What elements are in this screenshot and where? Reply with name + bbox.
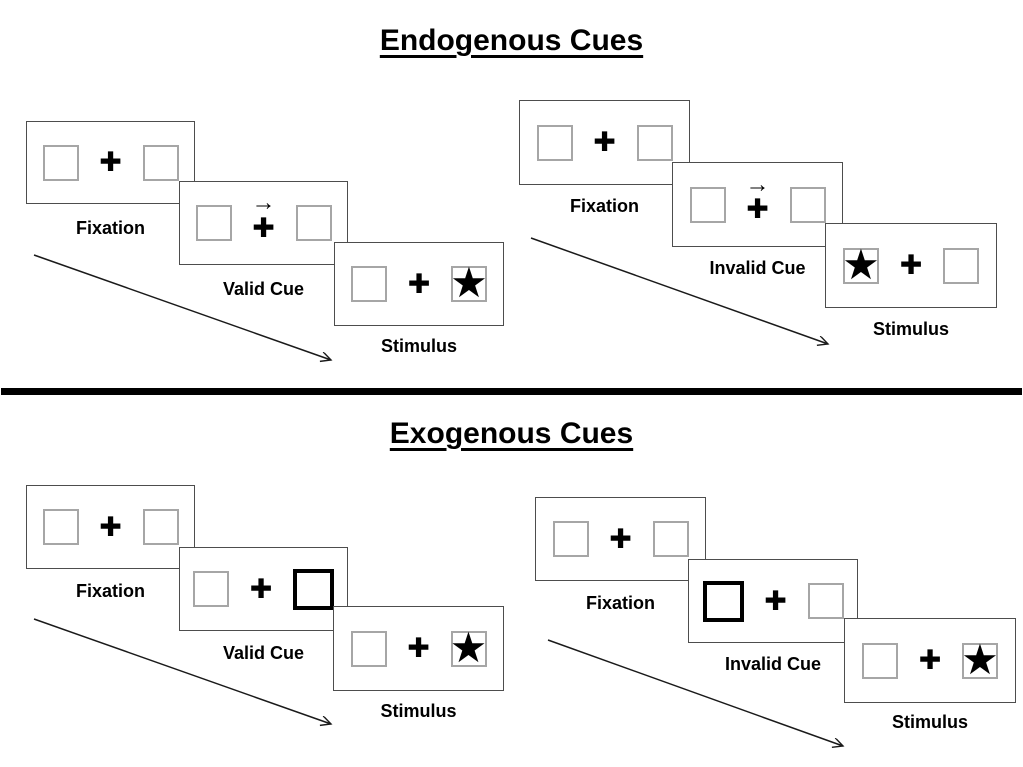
- endo-valid-cue-panel: → ✚: [179, 181, 348, 265]
- right-box: ★: [961, 638, 999, 680]
- exogenous-section-title: Exogenous Cues: [389, 417, 634, 450]
- exo-valid-timeline-arrow: [33, 618, 341, 734]
- right-box: [652, 521, 689, 557]
- left-box: [536, 124, 573, 161]
- exo-valid-stimulus-label: Stimulus: [380, 701, 457, 721]
- exo-invalid-stimulus-panel: ✚ ★: [844, 618, 1016, 703]
- left-box: [42, 509, 79, 545]
- endo-valid-stimulus-label: Stimulus: [380, 336, 457, 356]
- fixation-cross-icon: ✚: [252, 212, 275, 243]
- right-box: [142, 509, 179, 545]
- endo-invalid-stimulus-label: Stimulus: [872, 319, 949, 339]
- right-box: ★: [450, 262, 488, 304]
- fixation-cross-icon: ✚: [249, 573, 273, 604]
- fixation-cross-icon: ✚: [407, 633, 430, 663]
- right-box: [807, 583, 844, 619]
- fixation-cross-icon: ✚: [609, 523, 632, 554]
- left-box: [351, 266, 387, 302]
- right-box: [295, 205, 332, 241]
- fixation-cross-icon: ✚: [407, 268, 431, 299]
- cue-arrow-right-icon: →: [251, 189, 276, 216]
- divider-line: [1, 388, 1022, 395]
- target-star-icon: ★: [842, 240, 880, 288]
- cued-left-box: [702, 580, 744, 622]
- endo-valid-stimulus-panel: ✚ ★: [334, 242, 504, 326]
- exo-invalid-fixation-label: Fixation: [585, 593, 655, 613]
- fixation-cross-icon: ✚: [899, 250, 923, 280]
- endo-valid-timeline-arrow: [33, 254, 341, 370]
- endo-valid-fixation-panel: ✚: [26, 121, 195, 204]
- endo-invalid-fixation-panel: ✚: [519, 100, 690, 185]
- fixation-cross-icon: ✚: [99, 511, 122, 542]
- right-box: [142, 144, 179, 181]
- left-box: [350, 630, 387, 667]
- exo-invalid-cue-panel: ✚: [688, 559, 858, 643]
- endo-invalid-cue-label: Invalid Cue: [709, 258, 806, 278]
- right-box: [789, 186, 826, 223]
- exo-invalid-stimulus-label: Stimulus: [891, 712, 968, 732]
- left-box: [689, 186, 726, 223]
- exo-valid-fixation-label: Fixation: [75, 581, 145, 601]
- exo-invalid-timeline-arrow: [547, 639, 853, 755]
- endo-valid-fixation-label: Fixation: [75, 218, 145, 238]
- exo-valid-cue-label: Valid Cue: [222, 643, 305, 663]
- left-box: [862, 642, 898, 679]
- exo-valid-cue-panel: ✚: [179, 547, 348, 631]
- target-star-icon: ★: [450, 259, 488, 306]
- cue-arrow-right-icon: →: [745, 170, 770, 198]
- right-box: ★: [450, 626, 488, 668]
- endo-invalid-fixation-label: Fixation: [569, 196, 639, 216]
- endo-invalid-timeline-arrow: [530, 237, 838, 353]
- fixation-cross-icon: ✚: [99, 147, 122, 177]
- target-star-icon: ★: [449, 623, 488, 671]
- endo-invalid-cue-panel: → ✚: [672, 162, 843, 247]
- exo-invalid-fixation-panel: ✚: [535, 497, 706, 581]
- fixation-cross-icon: ✚: [746, 194, 769, 224]
- endo-valid-cue-label: Valid Cue: [222, 279, 305, 299]
- right-box: [943, 247, 979, 284]
- exo-valid-stimulus-panel: ✚ ★: [333, 606, 504, 691]
- target-star-icon: ★: [961, 635, 999, 683]
- right-box: [636, 124, 673, 161]
- left-box: ★: [842, 243, 880, 285]
- left-box: [193, 571, 229, 607]
- fixation-cross-icon: ✚: [593, 127, 616, 157]
- fixation-cross-icon: ✚: [918, 645, 942, 675]
- endo-invalid-stimulus-panel: ★ ✚: [825, 223, 997, 308]
- left-box: [552, 521, 589, 557]
- cued-right-box: [293, 568, 334, 610]
- endogenous-section-title: Endogenous Cues: [379, 24, 644, 57]
- exo-valid-fixation-panel: ✚: [26, 485, 195, 569]
- exo-invalid-cue-label: Invalid Cue: [724, 654, 822, 674]
- fixation-cross-icon: ✚: [764, 585, 787, 616]
- left-box: [42, 144, 79, 181]
- left-box: [195, 205, 232, 241]
